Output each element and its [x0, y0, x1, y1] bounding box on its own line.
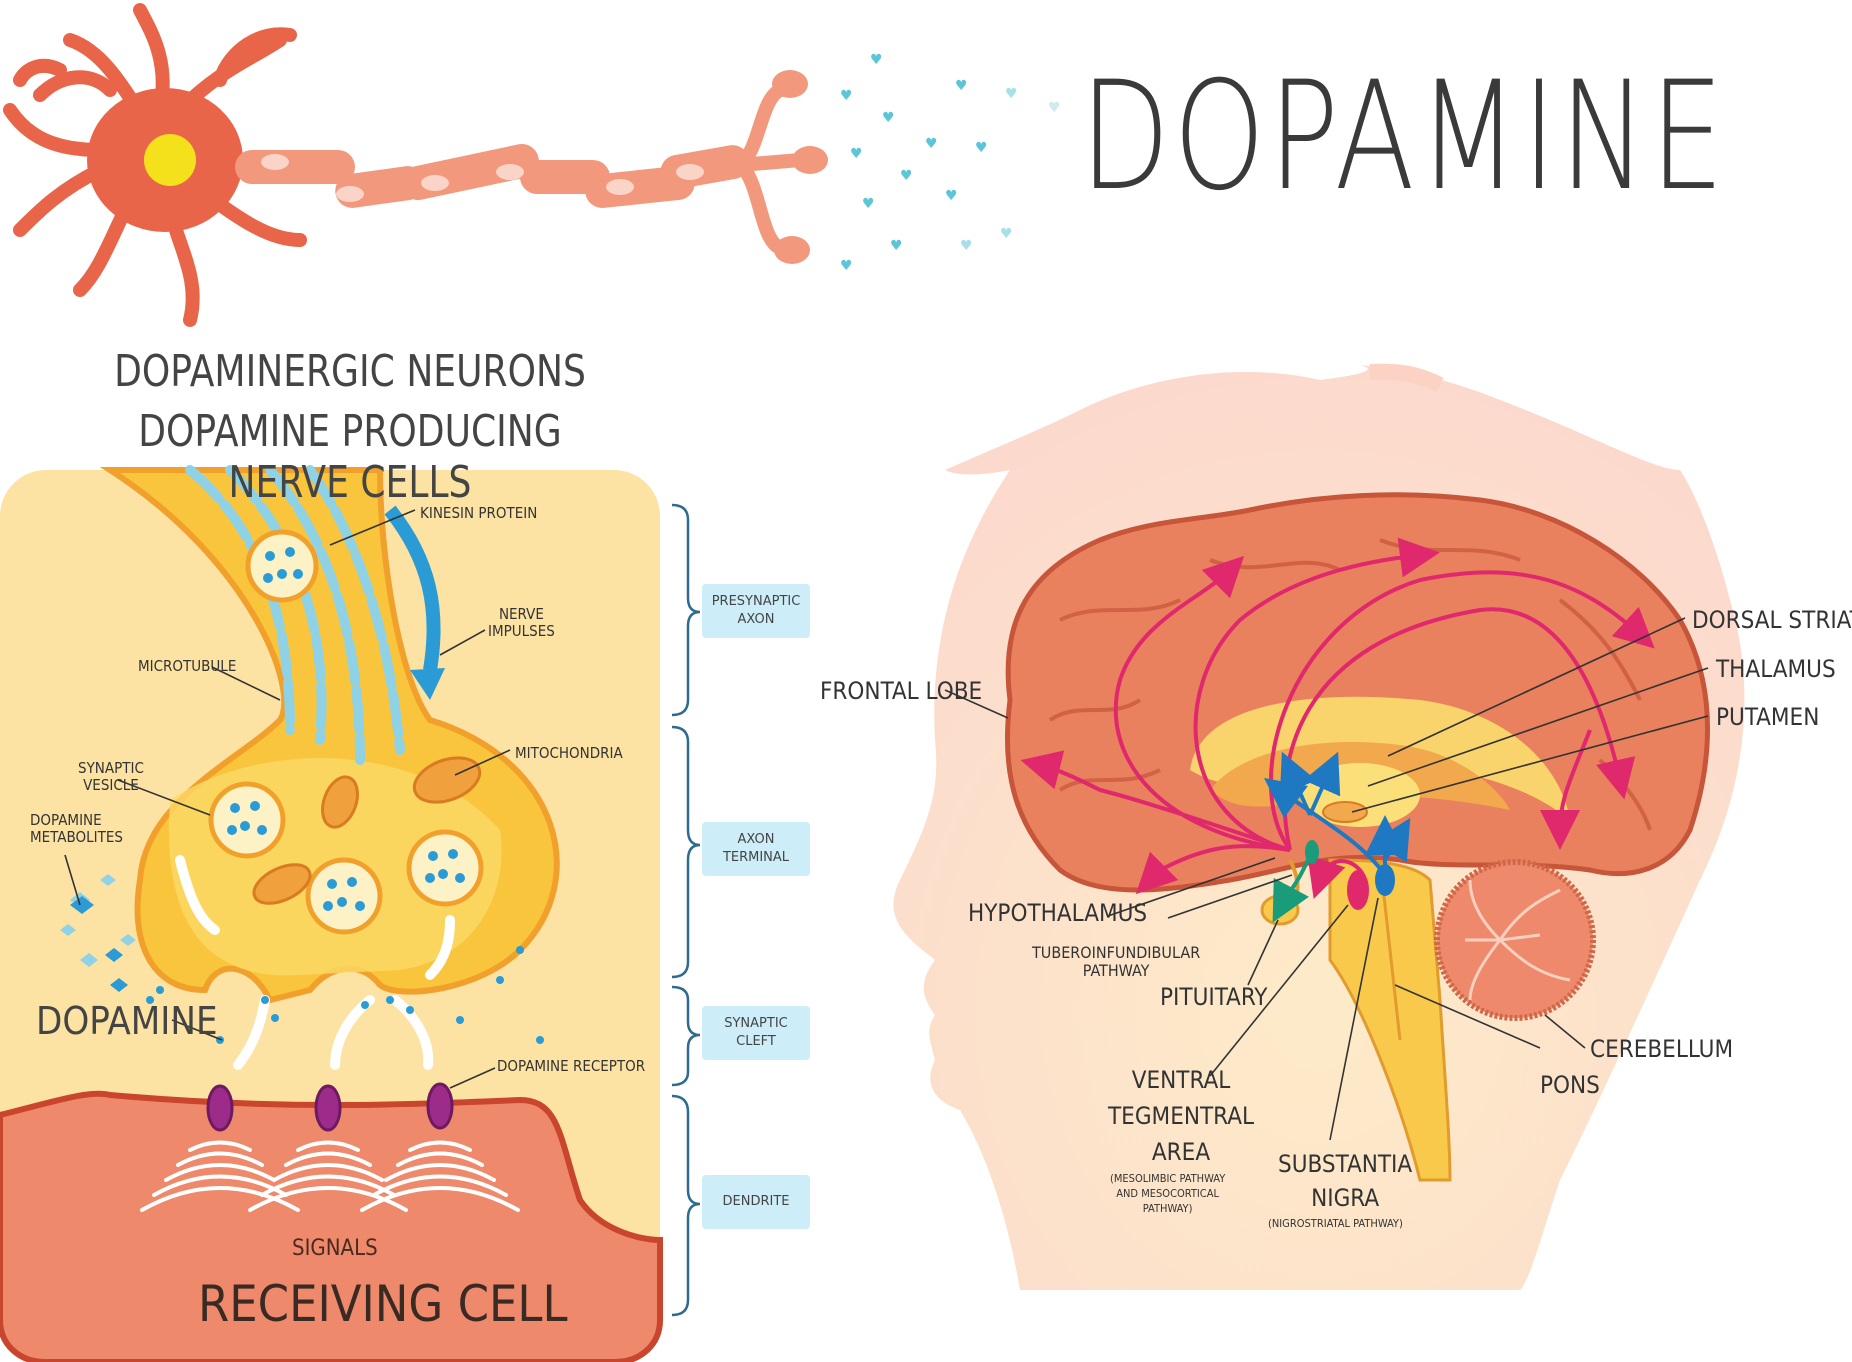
svg-text:♥: ♥: [1005, 86, 1018, 102]
svg-text:♥: ♥: [955, 78, 968, 94]
label-vta-pathway-note: (MESOLIMBIC PATHWAY AND MESOCORTICAL PAT…: [1110, 1172, 1226, 1215]
neuron-illustration: ♥ ♥ ♥ ♥ ♥ ♥ ♥ ♥ ♥ ♥ ♥ ♥ ♥ ♥ ♥ ♥: [3, 3, 1061, 327]
label-cerebellum: CEREBELLUM: [1590, 1035, 1734, 1063]
label-tuberoinfundibular-pathway: TUBEROINFUNDIBULAR PATHWAY: [1032, 943, 1201, 981]
region-synaptic-cleft: SYNAPTIC CLEFT: [702, 1006, 810, 1060]
svg-text:♥: ♥: [862, 196, 875, 212]
label-dopamine-receptor: DOPAMINE RECEPTOR: [497, 1057, 646, 1075]
svg-text:♥: ♥: [1000, 226, 1013, 242]
label-frontal-lobe: FRONTAL LOBE: [820, 677, 983, 705]
svg-text:♥: ♥: [960, 238, 973, 254]
synapse-heading-line1: DOPAMINERGIC NEURONS: [114, 346, 586, 397]
svg-text:♥: ♥: [945, 188, 958, 204]
svg-text:♥: ♥: [1048, 100, 1061, 116]
label-pons: PONS: [1540, 1071, 1600, 1099]
synapse-heading-line2: DOPAMINE PRODUCING NERVE CELLS: [138, 406, 562, 508]
svg-text:♥: ♥: [900, 168, 913, 184]
label-nerve-impulses: NERVE IMPULSES: [488, 605, 555, 641]
label-sn-pathway-note: (NIGROSTRIATAL PATHWAY): [1268, 1217, 1403, 1230]
label-putamen: PUTAMEN: [1716, 703, 1820, 731]
region-brackets: [671, 503, 701, 1317]
svg-text:♥: ♥: [882, 110, 895, 126]
label-receiving-cell: RECEIVING CELL: [198, 1275, 568, 1333]
label-ventral-tegmentral-area: VENTRAL TEGMENTRAL AREA: [1108, 1066, 1254, 1166]
label-thalamus: THALAMUS: [1716, 655, 1836, 683]
svg-text:♥: ♥: [870, 52, 883, 68]
synapse-panel: [0, 465, 663, 1362]
label-kinesin-protein: KINESIN PROTEIN: [420, 504, 538, 522]
label-hypothalamus: HYPOTHALAMUS: [968, 899, 1148, 927]
svg-text:♥: ♥: [850, 146, 863, 162]
svg-text:♥: ♥: [840, 88, 853, 104]
svg-text:♥: ♥: [890, 238, 903, 254]
label-microtubule: MICROTUBULE: [138, 657, 237, 675]
label-synaptic-vesicle: SYNAPTIC VESICLE: [78, 759, 144, 795]
region-axon-terminal: AXON TERMINAL: [702, 822, 810, 876]
label-dopamine-metabolites: DOPAMINE METABOLITES: [30, 811, 123, 847]
svg-text:♥: ♥: [925, 136, 938, 152]
label-dorsal-striatum: DORSAL STRIATUM: [1692, 606, 1852, 634]
svg-text:♥: ♥: [840, 258, 853, 274]
label-substantia-nigra: SUBSTANTIA NIGRA: [1278, 1150, 1413, 1212]
label-dopamine: DOPAMINE: [36, 999, 218, 1043]
page-title: DOPAMINE: [1080, 50, 1728, 224]
label-signals: SIGNALS: [292, 1236, 378, 1261]
label-pituitary: PITUITARY: [1160, 983, 1268, 1011]
head-brain-illustration: [893, 363, 1745, 1290]
svg-text:♥: ♥: [975, 140, 988, 156]
region-dendrite: DENDRITE: [702, 1175, 810, 1229]
region-presynaptic-axon: PRESYNAPTIC AXON: [702, 584, 810, 638]
label-mitochondria: MITOCHONDRIA: [515, 744, 623, 762]
